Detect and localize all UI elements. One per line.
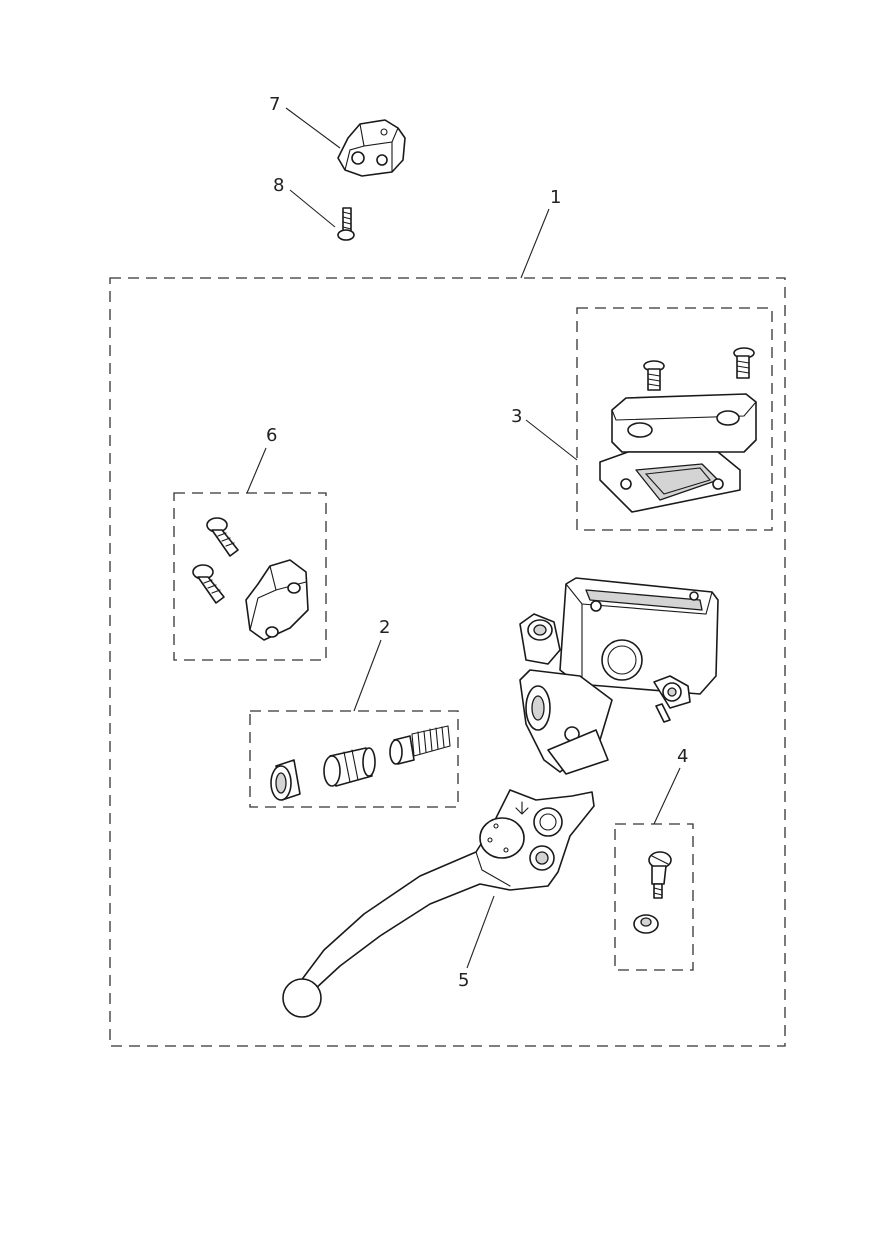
screw-icon <box>337 207 355 241</box>
leader-line-3 <box>525 419 578 461</box>
callout-4: 4 <box>677 746 688 767</box>
clamp-bolt-lower-icon <box>192 564 225 604</box>
clamp-icon <box>337 119 406 177</box>
clamp-kit-icon <box>192 517 309 641</box>
callout-2: 2 <box>379 617 390 638</box>
cap-screw-right-icon <box>733 347 755 379</box>
leader-line-1 <box>520 208 550 279</box>
master-cylinder-icon <box>519 577 719 775</box>
lever-icon <box>282 789 595 1018</box>
callout-7: 7 <box>269 94 280 115</box>
callout-5: 5 <box>458 970 469 991</box>
leader-line-6 <box>246 447 267 494</box>
leader-line-4 <box>653 767 681 825</box>
kit-boundary-clamp <box>173 492 327 661</box>
callout-3: 3 <box>511 406 522 427</box>
cap-icon <box>599 347 757 513</box>
kit-boundary-main <box>109 277 786 1047</box>
kit-boundary-piston <box>249 710 459 808</box>
callout-6: 6 <box>266 425 277 446</box>
bolt-icon <box>633 851 672 934</box>
leader-line-7 <box>285 107 341 149</box>
leader-line-8 <box>289 189 336 228</box>
callout-8: 8 <box>273 175 284 196</box>
cap-screw-left-icon <box>643 360 665 391</box>
piston-icon <box>270 725 451 801</box>
leader-line-2 <box>353 639 382 712</box>
clamp-bolt-upper-icon <box>206 517 239 557</box>
callout-1: 1 <box>550 187 561 208</box>
kit-boundary-reservoir-cap <box>576 307 773 531</box>
leader-line-5 <box>466 895 495 969</box>
